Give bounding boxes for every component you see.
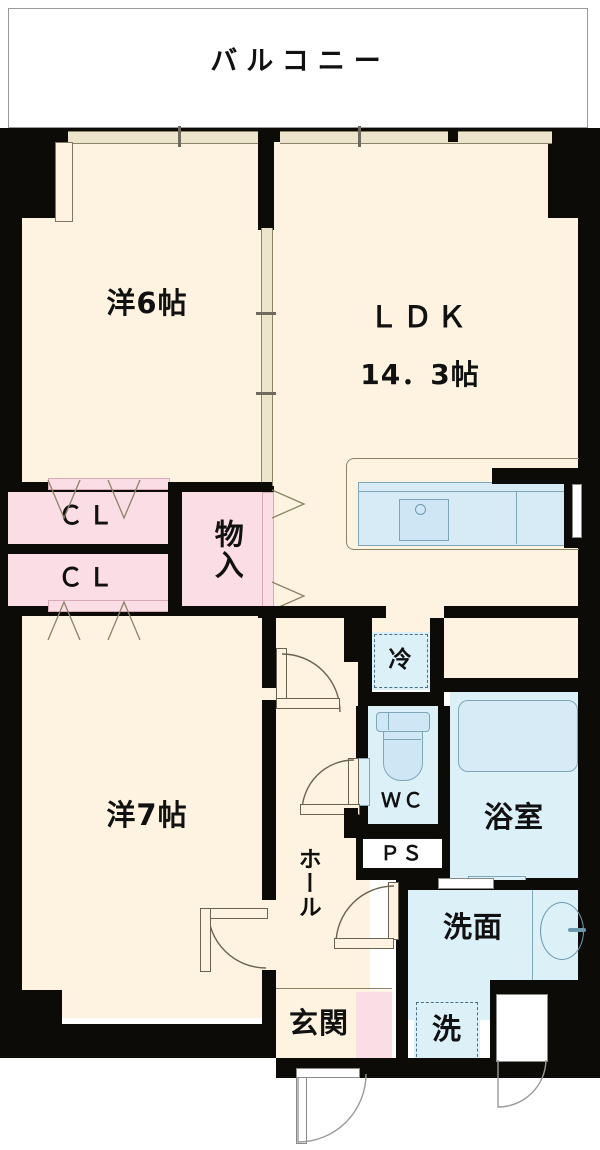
window-sash-left [68,131,268,144]
kitchen-counter-backsplash [358,482,576,492]
closet-door-chevrons [47,479,141,641]
wall-ps-frame [356,832,450,838]
sliding-partition [261,228,273,498]
entrance-label: 玄関 [288,1006,349,1040]
window-post-right [448,128,458,142]
wall-room7-bottom [0,1024,276,1058]
toilet-label: ＷＣ [381,788,425,812]
room7-door-arc [207,909,267,969]
wall-laundry-bottom [396,1058,578,1078]
western-room-6-label: 洋6帖 [106,286,188,320]
wall-right-of-fridge [444,606,578,618]
closet-upper [8,492,168,544]
balcony-area [8,8,588,128]
laundry-label: 洗 [431,1012,462,1046]
back-door-arc [497,1059,547,1108]
hall-door-wc-arc [301,759,355,813]
kitchen-counter-outline [346,458,579,550]
partition-mullion-2 [256,392,276,395]
wall-hall-right-upper [344,618,358,662]
storage-label: 物入 [210,519,245,581]
laundry-space [414,1000,480,1064]
entrance-step-line [276,988,392,990]
refrigerator-space [372,632,430,690]
bathtub [458,700,578,772]
hall-door-washroom-arc [335,885,395,945]
window-sash-right [280,131,552,144]
toilet-tank-line [388,712,390,730]
storage-area [182,492,272,606]
wall-ps-frame-bottom [356,868,450,880]
wall-wc-right [438,706,450,826]
floor-room7 [22,618,272,1018]
pipe-space-label: ＰＳ [380,841,424,865]
floor-hall [272,618,370,1058]
refrigerator-dash-outline [374,634,428,688]
toilet-seat-line [383,739,421,741]
wall-mid-horizontal [258,606,280,618]
window-mullion-left [178,126,181,147]
room6-door-jamb [55,142,73,222]
closet-lower-label: ＣＬ [57,563,118,592]
hall-label: ホール [294,847,321,919]
ldk-label: ＬＤＫ [368,300,471,334]
wall-bath-top [444,678,578,692]
bathroom-label: 浴室 [483,800,544,834]
toilet-tank [376,712,430,732]
kitchen-counter-divider [516,491,518,544]
window-post-center [258,128,280,142]
closet-wall-middle [8,544,168,554]
wall-pier-kitchen [492,468,578,484]
wall-washroom-left [396,880,408,1058]
wall-hall-right-low [344,808,358,838]
vanity-divider [532,890,534,980]
window-mullion-right [358,126,361,147]
wall-room7-right-3 [262,970,276,1030]
vanity-faucet [568,928,586,932]
exterior-wall-right [578,128,600,1078]
back-door-leaf[interactable] [496,994,548,1062]
storage-wall-left [168,482,182,616]
wall-notch-top-right [548,128,600,218]
washroom-door-top [438,878,494,889]
storage-door-chevrons [271,489,306,611]
wall-fridge-left [358,618,372,706]
wall-room7-right [262,618,276,688]
western-room-7-label: 洋7帖 [106,798,188,832]
wall-ldk-lower-divider [276,606,386,618]
wall-fridge-bottom [358,692,444,706]
closet-upper-label: ＣＬ [57,501,118,530]
balcony-label: バルコニー [210,46,390,77]
kitchen-counter [358,482,578,546]
sink-drain-icon [415,504,426,515]
wall-room7-right-2 [262,700,276,900]
washroom-label: 洗面 [442,910,503,944]
wall-fridge-right [430,618,444,706]
shoe-closet [356,992,392,1058]
kitchen-window [572,484,582,538]
hall-door-wc-sill [300,804,360,815]
entrance-door-sill [296,1068,360,1078]
ldk-size-label: 14．3帖 [360,358,480,391]
refrigerator-label: 冷 [388,647,414,673]
partition-post-top [258,142,274,230]
pipe-space [362,838,444,870]
room7-door-jamb [200,908,211,972]
partition-mullion-1 [256,312,276,315]
hall-door-ldk-sill [276,698,340,709]
hall-door-washroom-sill [334,938,394,949]
closet-lower [8,554,168,606]
entrance-door-arc [297,1073,367,1143]
wall-ps-right [442,832,450,880]
kitchen-sink [399,499,449,541]
wall-ps-left [356,832,362,880]
